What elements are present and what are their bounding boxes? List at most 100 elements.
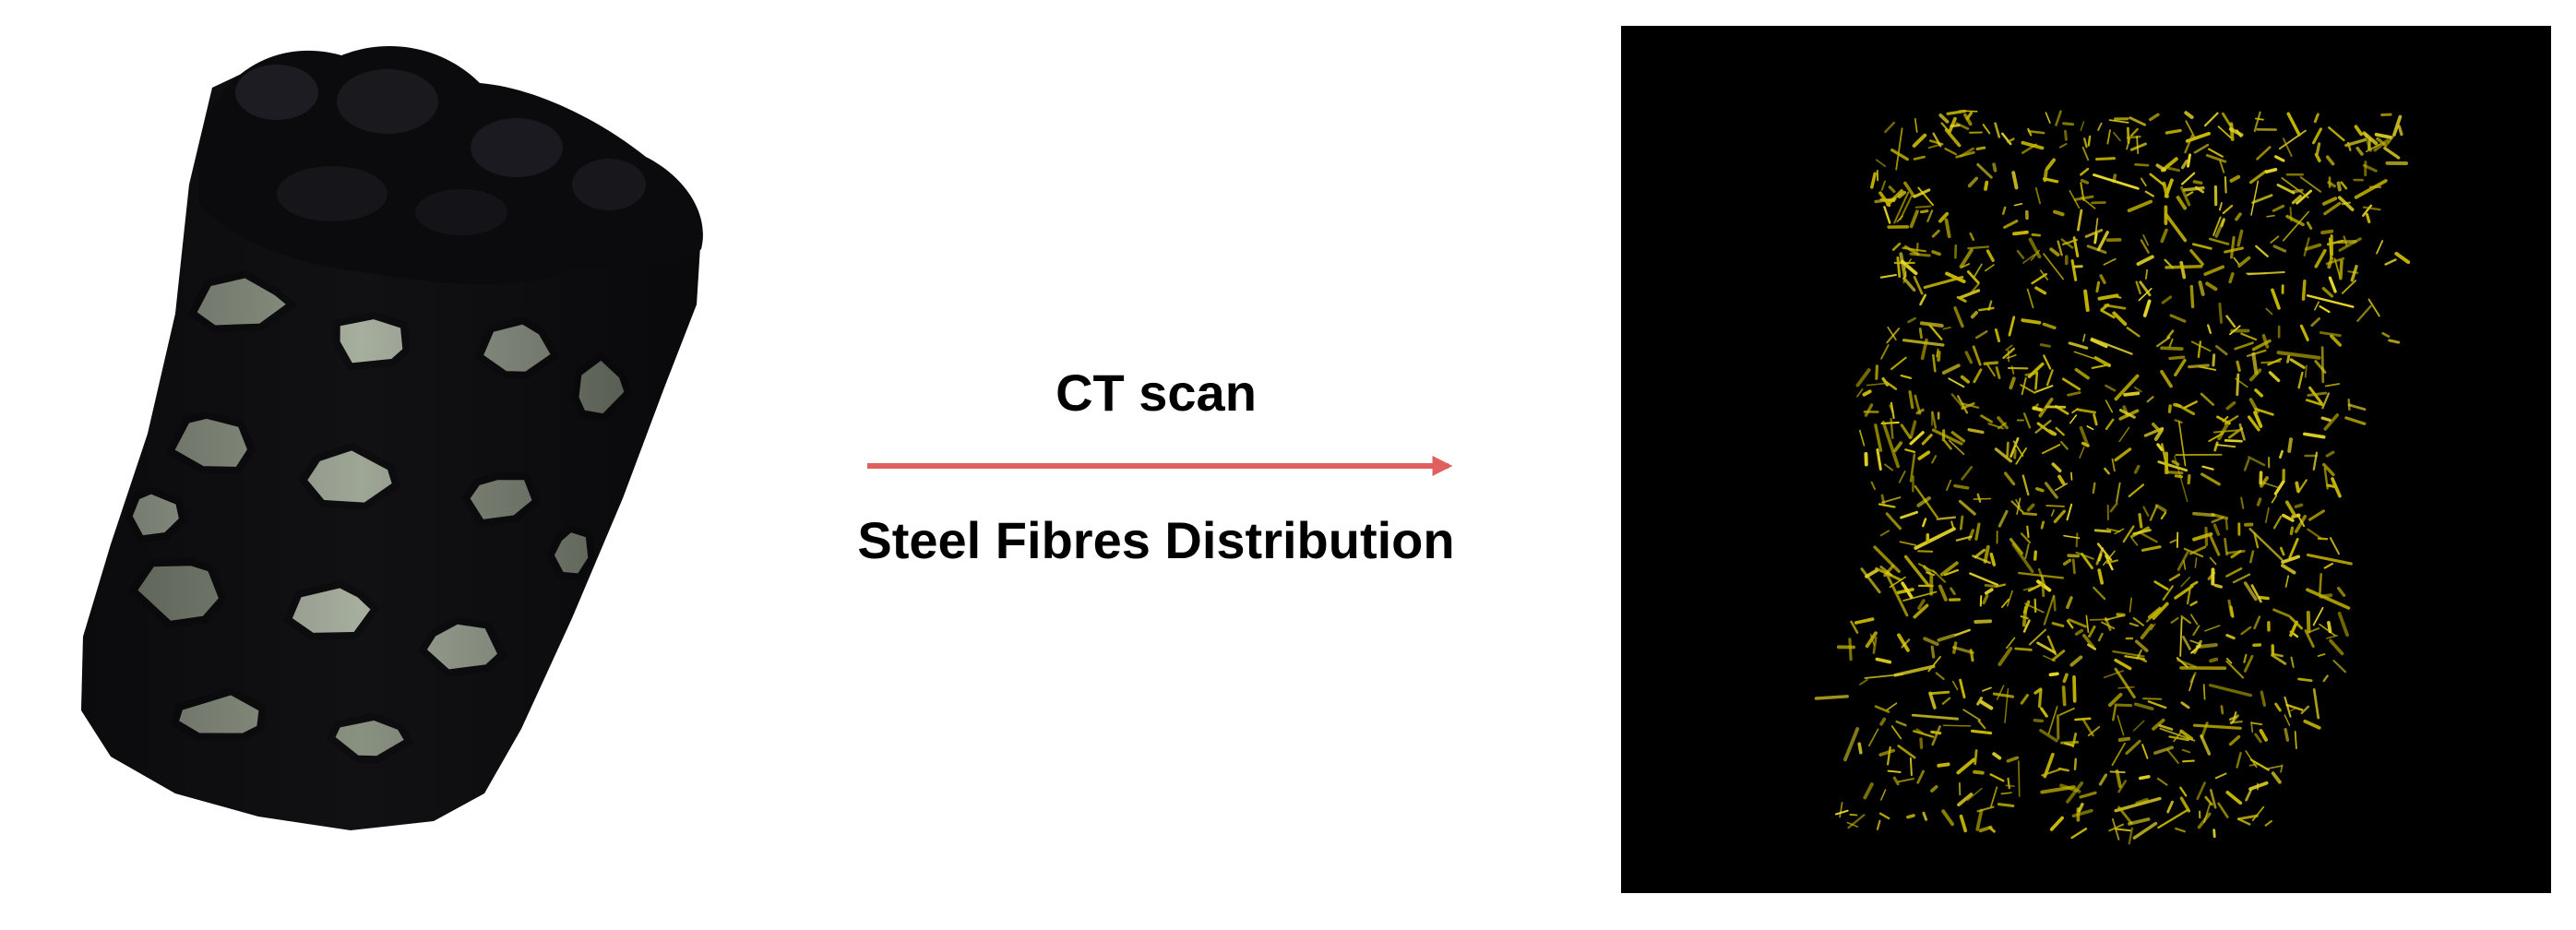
steel-fibre — [2069, 189, 2081, 209]
steel-fibre — [2249, 550, 2255, 564]
steel-fibre — [2181, 172, 2196, 185]
steel-fibre — [2091, 337, 2133, 355]
steel-fibre — [1930, 784, 1938, 793]
steel-fibre — [2041, 575, 2045, 598]
steel-fibre — [1928, 691, 1937, 709]
steel-fibre — [2282, 513, 2295, 522]
steel-fibre — [2186, 588, 2191, 605]
steel-fibre — [2227, 427, 2244, 439]
steel-fibre — [2253, 615, 2261, 630]
steel-fibre — [2274, 155, 2285, 162]
steel-fibre — [2337, 612, 2350, 638]
steel-fibre — [2320, 346, 2325, 384]
steel-fibre — [2362, 206, 2381, 211]
steel-fibre — [1881, 496, 1902, 504]
steel-fibre — [2392, 114, 2403, 137]
steel-fibre — [2209, 534, 2221, 556]
steel-fibre — [1911, 713, 1960, 721]
steel-fibre — [2011, 171, 2019, 190]
steel-fibre — [1907, 316, 1916, 324]
steel-fibre — [2300, 705, 2310, 714]
steel-fibre — [1873, 545, 1901, 573]
steel-fibre — [2304, 364, 2308, 378]
steel-fibre — [2125, 739, 2141, 756]
steel-fibre — [2006, 441, 2010, 458]
steel-fibre — [2185, 131, 2211, 143]
steel-fibre — [1906, 814, 1915, 819]
steel-fibre — [1983, 544, 1990, 564]
steel-fibre — [2254, 733, 2262, 744]
steel-fibre — [1915, 408, 1925, 415]
steel-fibre — [2156, 336, 2171, 348]
steel-fibre — [1992, 162, 1998, 173]
steel-fibre — [1967, 245, 1990, 250]
steel-fibre — [2007, 350, 2010, 363]
steel-fibre — [2081, 553, 2093, 570]
steel-fibre — [2067, 554, 2081, 558]
steel-fibre — [1887, 326, 1897, 340]
steel-fibre — [2117, 715, 2125, 736]
steel-fibre — [2338, 237, 2362, 252]
steel-fibre — [2222, 204, 2234, 215]
steel-fibre — [2179, 617, 2183, 657]
steel-fibre — [2105, 614, 2123, 621]
steel-fibre — [1909, 757, 1913, 777]
steel-fibre — [2284, 575, 2290, 588]
steel-fibre — [2021, 512, 2038, 516]
core-top-lump — [235, 65, 318, 120]
core-top-lump — [572, 159, 646, 210]
steel-fibre — [2104, 467, 2110, 475]
steel-fibre — [1850, 620, 1859, 634]
steel-fibre — [2152, 422, 2163, 434]
steel-fibre — [1859, 429, 1866, 447]
steel-fibre — [1854, 617, 1875, 625]
steel-fibre — [2128, 817, 2151, 826]
steel-fibre — [1875, 657, 1892, 664]
steel-fibre — [2156, 777, 2168, 786]
steel-fibre — [2219, 160, 2225, 173]
steel-fibre — [2254, 117, 2264, 121]
steel-fibre — [2020, 384, 2036, 394]
steel-fibre — [2067, 391, 2081, 397]
steel-fibre — [2149, 505, 2158, 521]
steel-fibre — [1967, 428, 1985, 435]
steel-fibre — [2233, 256, 2240, 266]
steel-fibre — [2374, 132, 2393, 139]
steel-fibre — [2336, 181, 2342, 192]
steel-fibre — [2096, 542, 2113, 562]
steel-fibre — [2208, 148, 2224, 158]
steel-fibre — [2020, 615, 2029, 620]
steel-fibre — [1937, 350, 1941, 362]
steel-fibre — [2312, 606, 2324, 626]
steel-fibre — [2243, 581, 2258, 602]
steel-fibre — [2218, 302, 2223, 324]
steel-fibre — [1950, 520, 1954, 529]
steel-fibre — [1839, 802, 1843, 818]
steel-fibre — [1849, 814, 1858, 817]
steel-fibre — [1979, 700, 1994, 710]
steel-fibre — [2314, 152, 2321, 162]
steel-fibre — [1989, 773, 2005, 782]
core-top-lump — [277, 166, 388, 221]
steel-fibre — [1926, 209, 1934, 222]
steel-fibre — [2259, 729, 2268, 742]
steel-fibre — [2066, 781, 2084, 804]
steel-fibre — [2135, 797, 2149, 805]
steel-fibre — [1982, 594, 1989, 605]
steel-fibre — [2136, 649, 2142, 660]
steel-fibre — [2282, 210, 2310, 242]
steel-fibre — [2111, 458, 2116, 472]
steel-fibre — [2109, 770, 2126, 774]
steel-fibre — [2135, 639, 2149, 652]
steel-fibre — [2045, 112, 2051, 124]
steel-fibre — [2076, 408, 2097, 414]
steel-fibre — [1995, 583, 2007, 589]
steel-fibre — [2105, 418, 2115, 431]
steel-fibre — [2168, 355, 2186, 361]
steel-fibre — [2356, 304, 2372, 322]
steel-fibre — [2354, 179, 2388, 199]
steel-fibre — [2312, 451, 2319, 471]
steel-fibre — [1938, 584, 1948, 602]
steel-fibre — [2045, 158, 2057, 171]
steel-fibre — [2149, 173, 2165, 186]
